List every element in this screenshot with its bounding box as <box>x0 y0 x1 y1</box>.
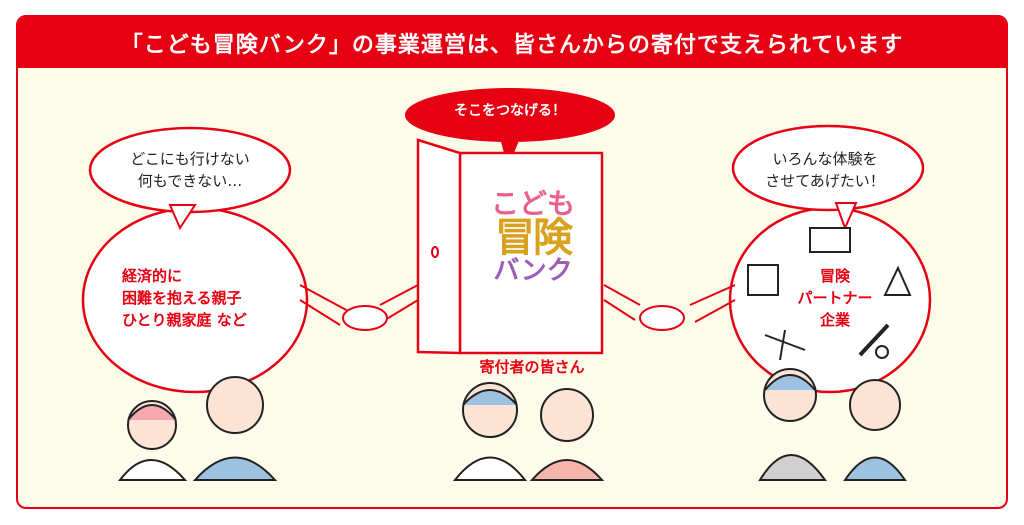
kodomo-bouken-bank-logo: こども 冒険 バンク <box>478 187 588 286</box>
ticket-icon <box>809 227 851 253</box>
airplane-icon <box>764 329 806 361</box>
left-thought-line: 何もできない… <box>137 172 243 190</box>
door-leaf <box>416 138 462 355</box>
left-thought-line: どこにも行けない <box>130 150 250 168</box>
donor-man <box>452 456 528 481</box>
partner-man <box>758 454 827 481</box>
right-group-line: 冒険 <box>819 267 850 285</box>
parent <box>192 456 278 481</box>
baseball-bat-icon <box>858 323 890 357</box>
left-group-line: ひとり親家庭 など <box>122 311 247 329</box>
right-group-line: 企業 <box>819 311 850 329</box>
handshake-right-icon <box>639 305 685 331</box>
right-thought-text: いろんな体験を させてあげたい！ <box>755 148 895 192</box>
logo-line: こども <box>490 187 575 220</box>
logo-line: バンク <box>493 256 573 286</box>
partner-woman <box>843 456 907 481</box>
right-thought-line: させてあげたい！ <box>765 172 885 190</box>
header-title: 「こども冒険バンク」の事業運営は、皆さんからの寄付で支えられています <box>18 17 1006 68</box>
left-thought-tail <box>168 204 197 231</box>
right-thought-cloud <box>731 124 925 212</box>
building-icon <box>747 264 779 296</box>
child-girl <box>117 459 188 481</box>
donor-woman <box>529 459 605 481</box>
door-knob-icon <box>431 246 439 258</box>
right-thought-line: いろんな体験を <box>772 150 878 168</box>
left-group-text: 経済的に 困難を抱える親子 ひとり親家庭 など <box>122 265 247 331</box>
right-group-text: 冒険 パートナー 企業 <box>790 265 880 331</box>
handshake-left-icon <box>342 305 388 331</box>
logo-line: 冒険 <box>495 215 573 261</box>
left-group-line: 経済的に <box>122 267 183 285</box>
connector-bubble <box>405 88 615 142</box>
right-group-line: パートナー <box>797 289 873 307</box>
right-thought-tail <box>834 202 858 231</box>
onigiri-icon <box>883 265 912 296</box>
left-group-line: 困難を抱える親子 <box>122 289 242 307</box>
baseball-icon <box>875 345 889 359</box>
connector-label: そこをつなげる！ <box>454 103 566 119</box>
door-frame <box>458 151 604 355</box>
left-thought-text: どこにも行けない 何もできない… <box>120 148 260 192</box>
donors-label: 寄付者の皆さん <box>479 358 585 376</box>
